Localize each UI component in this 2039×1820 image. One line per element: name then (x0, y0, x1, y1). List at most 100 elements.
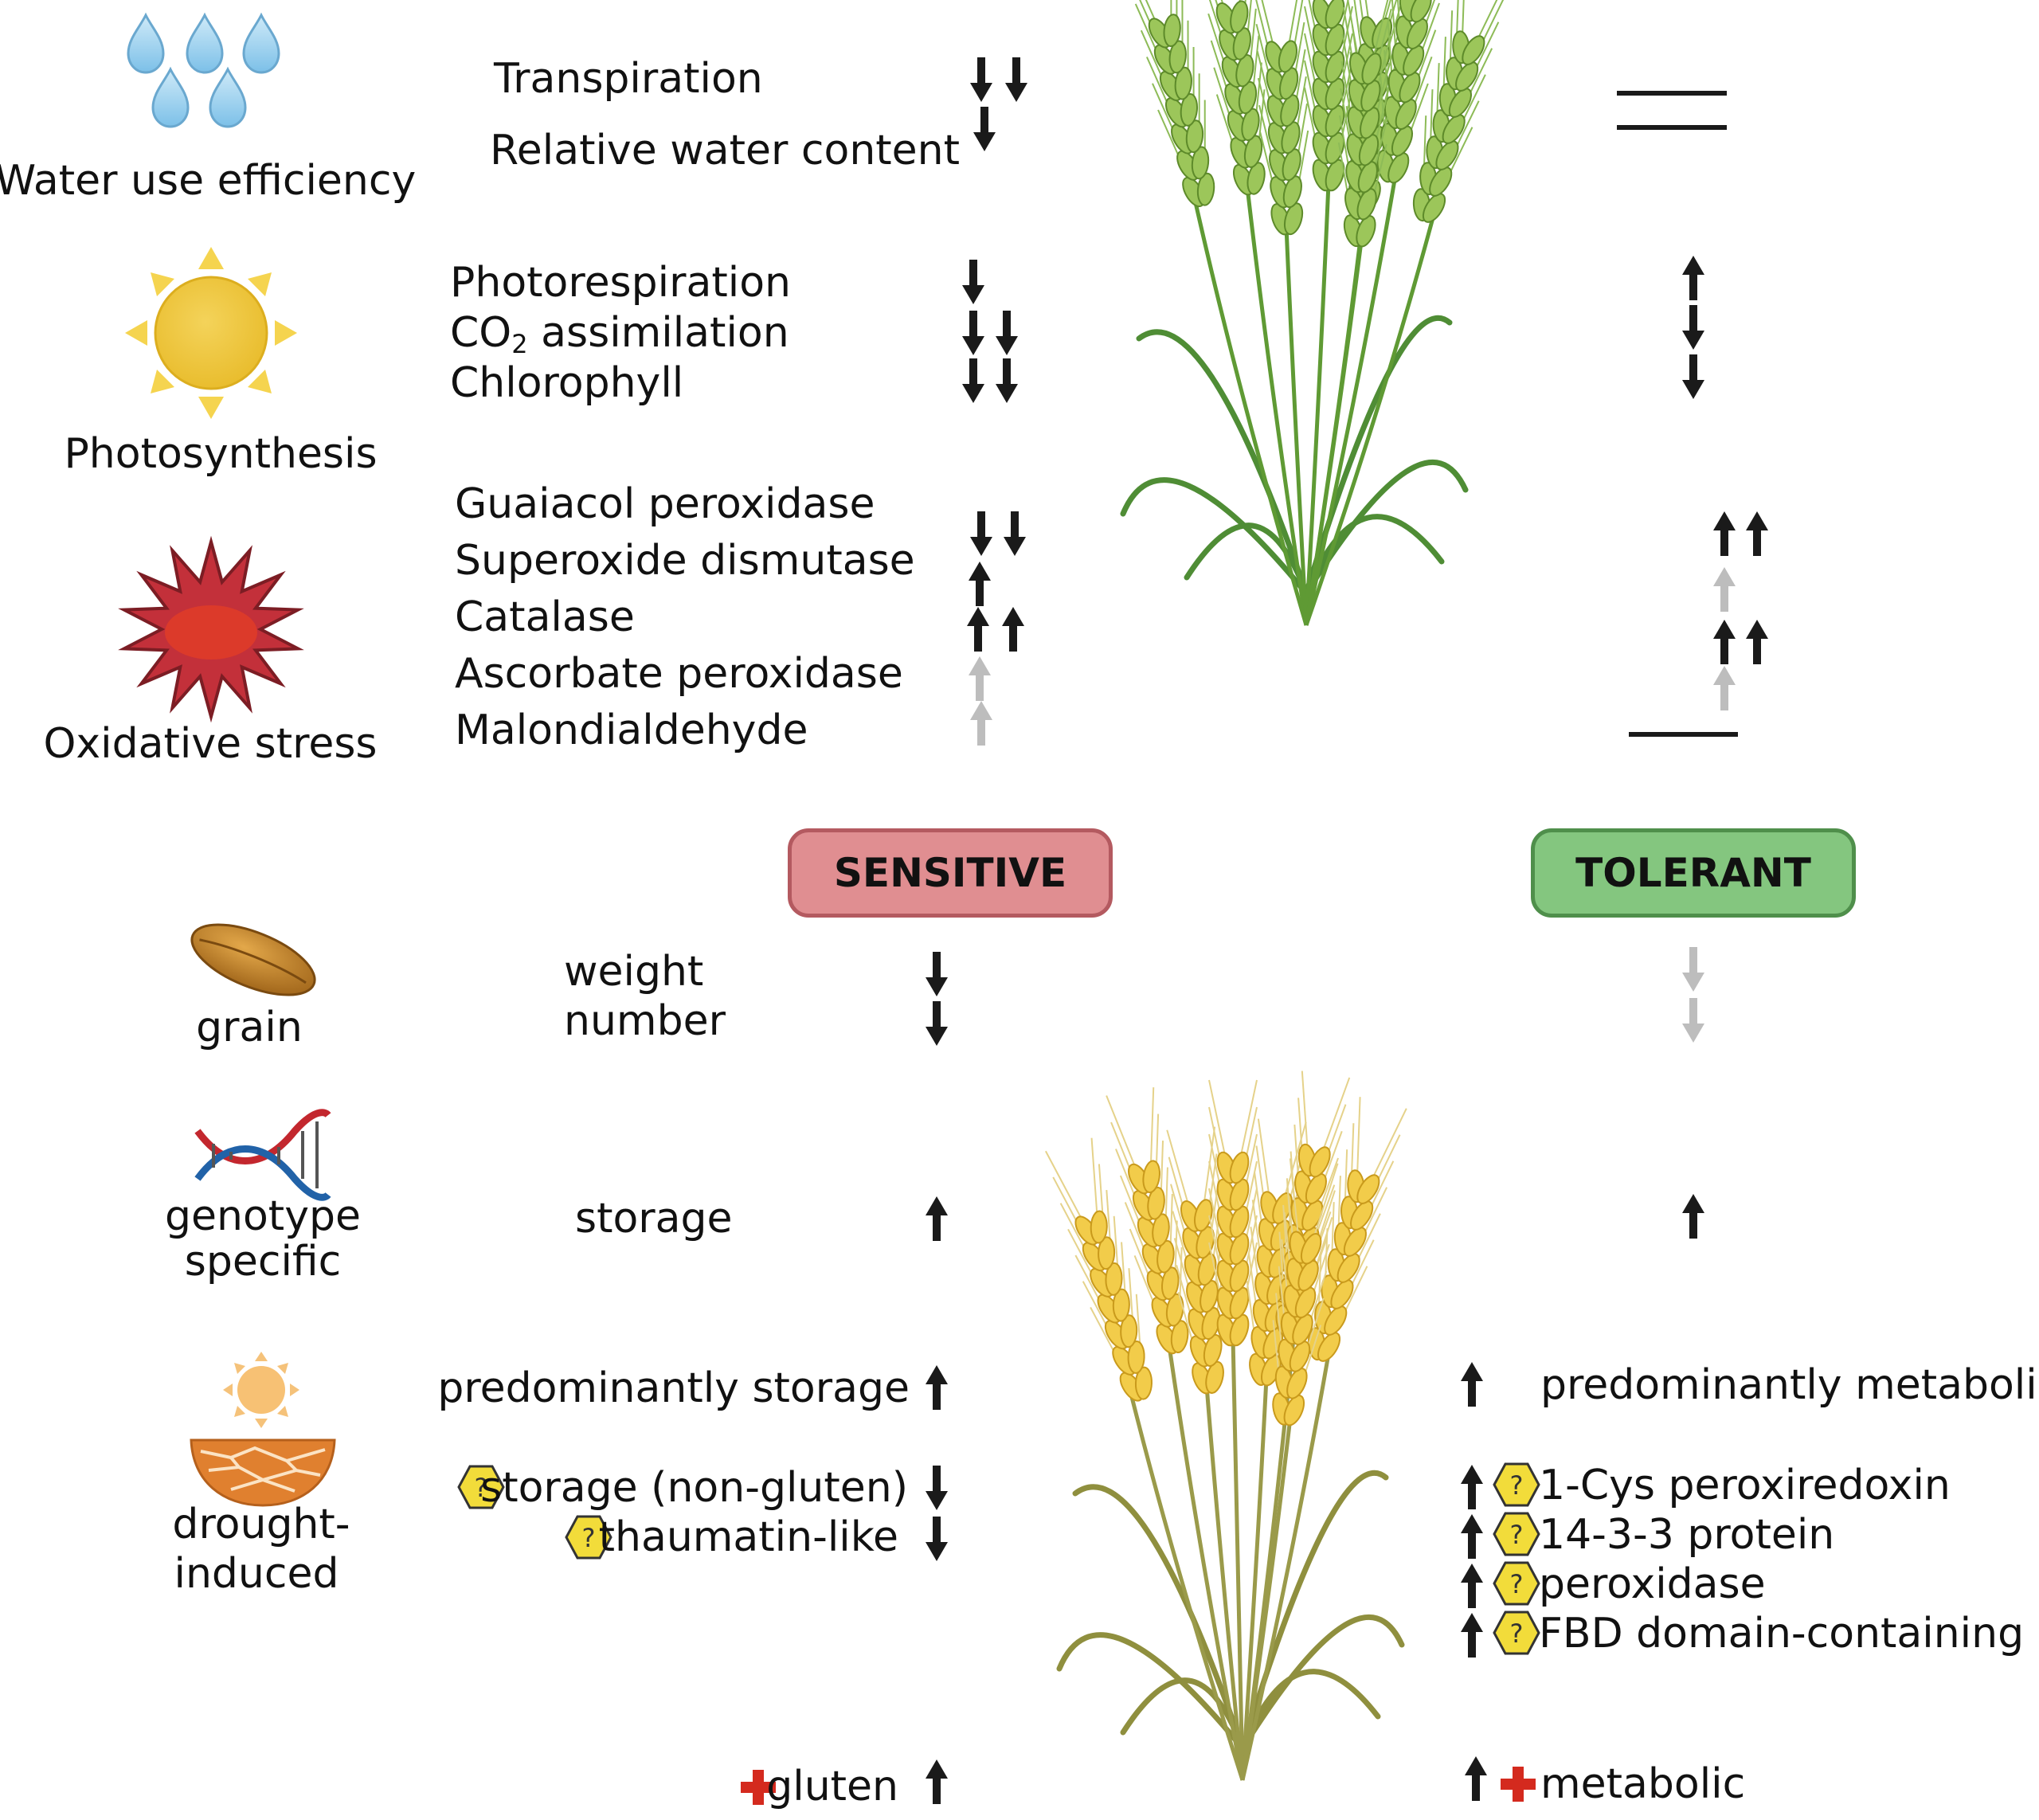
label-ascorbate: Ascorbate peroxidase (455, 650, 903, 698)
drought-icon (190, 1352, 336, 1507)
arrow-up-36 (1461, 1514, 1483, 1559)
tolerant-box: TOLERANT (1531, 828, 1856, 918)
arrow-down-0 (970, 57, 992, 102)
wheat-ear (1123, 0, 1215, 208)
label-superoxide: Superoxide dismutase (455, 537, 915, 585)
label-guaiacol: Guaiacol peroxidase (455, 480, 875, 528)
wheat-stem (1304, 214, 1436, 626)
label-relative-water: Relative water content (490, 127, 961, 174)
wheat-leaf (1239, 1614, 1405, 1752)
arrow-up-21 (1713, 620, 1736, 664)
wheat-ear (1337, 0, 1393, 248)
wheat-leaf (1120, 477, 1309, 597)
arrow-down-4 (962, 311, 984, 355)
arrow-up-29 (1682, 1194, 1704, 1239)
wheat-stem (1192, 198, 1309, 626)
sensitive-box: SENSITIVE (788, 828, 1113, 918)
arrow-up-33 (926, 1759, 948, 1804)
label-14-3-3-protein: 14-3-3 protein (1539, 1511, 1835, 1559)
wheat-stem (1240, 1417, 1293, 1781)
arrow-up-39 (1465, 1756, 1487, 1801)
wheat-ear (1166, 1126, 1227, 1395)
wheat-stem (1245, 186, 1309, 626)
label-predominantly-metabolic: predominantly metabolic (1540, 1361, 2039, 1409)
category-genotype-line2: specific (184, 1238, 342, 1286)
arrow-up-20 (1713, 567, 1736, 612)
arrow-down-5 (996, 311, 1018, 355)
sun-icon (125, 247, 297, 419)
arrow-down-7 (996, 358, 1018, 403)
wheat-ear (1199, 0, 1266, 196)
wheat-leaf (1184, 523, 1309, 597)
label-chlorophyll: Chlorophyll (450, 359, 684, 407)
wheat-leaf (1303, 459, 1469, 597)
arrow-up-28 (926, 1196, 948, 1241)
label-fbd-domain: FBD domain-containing (1539, 1610, 2025, 1658)
label-predominantly-storage: predominantly storage (437, 1364, 910, 1412)
arrow-down-8 (970, 511, 992, 556)
dna-icon (194, 1109, 331, 1201)
label-1-cys-peroxiredoxin: 1-Cys peroxiredoxin (1539, 1462, 1951, 1509)
arrow-down-25 (926, 1001, 948, 1046)
category-drought-line1: drought- (172, 1501, 350, 1548)
oxidative-burst-icon (118, 535, 304, 723)
wheat-ear (1106, 1087, 1189, 1355)
co2-prefix: CO (450, 309, 512, 357)
wheat-ear (1412, 0, 1513, 223)
category-photosynthesis: Photosynthesis (64, 430, 378, 478)
wheat-stem (1304, 174, 1398, 626)
arrow-down-31 (926, 1466, 948, 1510)
label-transpiration: Transpiration (494, 55, 763, 103)
label-storage-non-gluten: storage (non-gluten) (480, 1464, 908, 1512)
arrow-down-2 (973, 107, 996, 151)
arrow-down-9 (1004, 511, 1026, 556)
arrow-down-27 (1682, 998, 1704, 1043)
arrow-up-34 (1461, 1362, 1483, 1407)
arrow-down-32 (926, 1517, 948, 1561)
wheat-stem (1304, 238, 1363, 626)
label-catalase: Catalase (455, 593, 635, 641)
arrow-up-13 (969, 656, 991, 701)
wheat-ear (1307, 1097, 1407, 1362)
wheat-leaf (1136, 329, 1309, 597)
co2-suffix: assimilation (527, 309, 789, 357)
arrow-up-22 (1746, 620, 1768, 664)
arrow-up-35 (1461, 1465, 1483, 1509)
label-thaumatin: thaumatin-like (598, 1513, 898, 1561)
arrow-up-23 (1713, 666, 1736, 710)
wheat-ear (1376, 0, 1452, 184)
no-change-bar (1617, 91, 1738, 737)
arrow-up-37 (1461, 1564, 1483, 1608)
arrow-down-16 (1682, 305, 1704, 350)
arrow-down-1 (1005, 57, 1027, 102)
wheat-golden-icon (1044, 1070, 1407, 1781)
arrow-up-15 (1682, 256, 1704, 300)
arrow-up-19 (1746, 511, 1768, 556)
arrow-up-14 (970, 701, 992, 746)
arrow-markers (926, 57, 1768, 1804)
arrow-up-38 (1461, 1613, 1483, 1658)
wheat-leaf (1072, 1484, 1246, 1752)
arrow-up-18 (1713, 511, 1736, 556)
wheat-stem (1167, 1345, 1245, 1781)
grain-seed-icon (190, 923, 316, 996)
arrow-down-6 (962, 358, 984, 403)
label-photorespiration: Photorespiration (450, 259, 791, 307)
wheat-ear (1044, 1137, 1153, 1402)
water-drops-icon (127, 14, 280, 128)
category-water: Water use efficiency (0, 157, 417, 205)
label-gluten: gluten (766, 1763, 898, 1810)
wheat-stem (1240, 1353, 1331, 1781)
label-metabolic: metabolic (1540, 1760, 1746, 1808)
arrow-down-24 (926, 952, 948, 996)
wheat-stem (1129, 1393, 1245, 1781)
category-drought-line2: induced (174, 1550, 339, 1598)
arrow-down-26 (1682, 947, 1704, 992)
wheat-stem (1204, 1385, 1245, 1781)
category-grain: grain (196, 1004, 303, 1051)
arrow-down-3 (962, 260, 984, 304)
wheat-green-icon (1120, 0, 1513, 626)
label-weight: weight (564, 948, 704, 996)
